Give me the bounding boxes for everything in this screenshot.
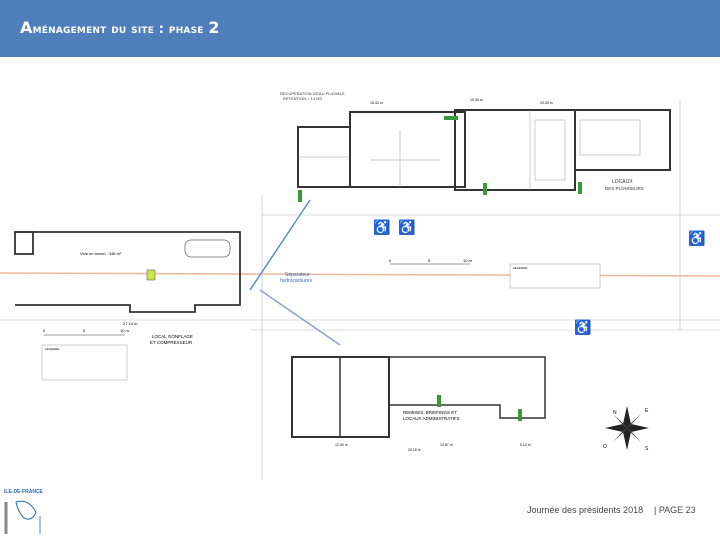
exit-arrow-icons xyxy=(298,116,582,421)
tunnel-volume-label: Vide en tunnel : 348 m² xyxy=(80,251,122,256)
dimension: 5.10 m xyxy=(520,443,531,447)
compass-o: O xyxy=(603,444,607,450)
scale-label: 10 m xyxy=(120,328,130,333)
slide-title: Aménagement du site : phase 2 xyxy=(20,18,220,37)
legend-title: LEGENDE xyxy=(513,266,527,270)
divers-rooms-label-2: DES PLONGEURS xyxy=(605,186,644,191)
accessibility-icon: ♿ xyxy=(373,219,390,236)
federation-logo xyxy=(4,500,41,534)
dimension: 20.40 m xyxy=(540,101,553,105)
dimension: 15.43 m xyxy=(370,101,383,105)
site-plan: RECUPERATION D'EAU PLUVIALE RETENTION = … xyxy=(0,91,720,480)
separator-label-2: hydrocarbures xyxy=(280,278,312,284)
scale-label: 0 xyxy=(389,258,392,263)
compass-s: S xyxy=(645,446,649,452)
legend-title: LEGENDE xyxy=(45,347,59,351)
slide-header: Aménagement du site : phase 2 xyxy=(0,0,720,57)
scale-label: 0 xyxy=(43,328,46,333)
compass-e: E xyxy=(645,408,649,414)
accessibility-icon: ♿ xyxy=(688,230,705,247)
legend-box xyxy=(509,263,601,289)
separator-label: Séparateur xyxy=(285,272,310,278)
divers-rooms-label: LOCAUX xyxy=(612,179,633,185)
compass-n: N xyxy=(613,410,617,416)
scale-label: 5 xyxy=(428,258,431,263)
dimension: 19.30 m xyxy=(470,98,483,102)
rainwater-label: RECUPERATION D'EAU PLUVIALE xyxy=(280,91,345,96)
admin-label-2: LOCAUX ADMINISTRATIFS xyxy=(403,416,460,421)
event-name: Journée des présidents 2018 xyxy=(527,505,644,515)
retention-label: RETENTION = 13 M3 xyxy=(283,96,323,101)
compressor-label-2: ET COMPRESSEUR xyxy=(150,340,193,345)
federation-logo-text: ILE-DE-FRANCE xyxy=(4,489,43,495)
admin-label: REMISES, BRIEFINGS ET xyxy=(403,410,457,415)
dimension: 12.40 m xyxy=(335,443,348,447)
dimension: 10.87 m xyxy=(440,443,453,447)
dimension: 32.18 m xyxy=(408,448,421,452)
legend-box xyxy=(41,344,128,381)
accessibility-icon: ♿ xyxy=(574,319,591,336)
compressor-label: LOCAL GONFLAGE xyxy=(152,334,193,339)
page-number: | PAGE 23 xyxy=(654,505,696,515)
compass-rose-icon: N E S O xyxy=(603,406,649,452)
accessibility-icon: ♿ xyxy=(398,219,415,236)
dimension: 27.10 m xyxy=(123,321,138,326)
scale-label: 5 xyxy=(83,328,86,333)
scale-label: 10 m xyxy=(463,258,473,263)
